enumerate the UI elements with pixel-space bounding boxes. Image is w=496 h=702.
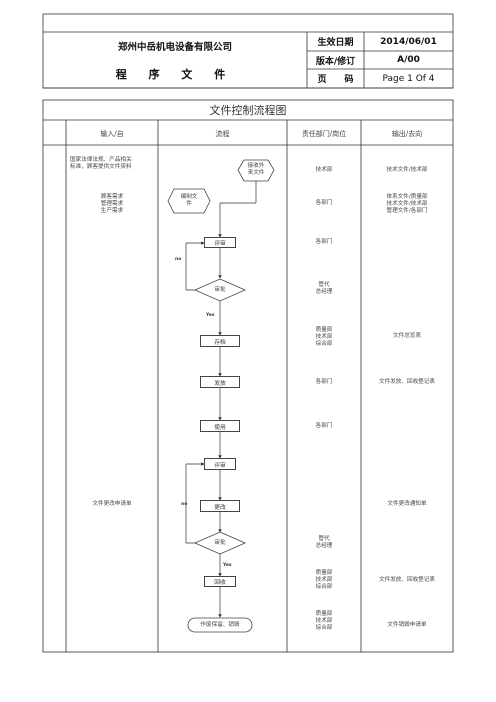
page-value: Page 1 Of 4 <box>382 73 435 84</box>
approve1-node-shape <box>194 278 246 302</box>
node-archive: 存档 <box>200 335 240 347</box>
node-approve-1: 审批 <box>214 287 226 293</box>
node-review-1: 评审 <box>204 237 236 248</box>
column-header-input: 输入/自 <box>100 130 124 138</box>
branch-label-yes-2: Yes <box>223 563 232 568</box>
effective-date-label: 生效日期 <box>317 38 354 48</box>
page-label: 页 码 <box>317 75 354 85</box>
version-label: 版本/修订 <box>315 56 356 67</box>
node-review-2: 评审 <box>204 458 236 470</box>
node-receive: 接收外 来文件 <box>247 163 265 176</box>
resp-7: 各部门 <box>315 423 333 429</box>
output-3: 文件总览表 <box>393 333 421 339</box>
version-value: A/00 <box>397 55 420 65</box>
output-1: 技术文件/技术部 <box>386 167 428 173</box>
receive-node-shape <box>237 159 275 182</box>
column-header-responsibility: 责任部门/岗位 <box>301 130 347 138</box>
input-needs: 顾客需求 管理需求 生产需求 <box>100 194 124 214</box>
branch-label-no-2: no <box>181 502 188 507</box>
node-use: 使用 <box>200 420 240 432</box>
column-header-output: 输出/去向 <box>391 130 423 138</box>
company-name: 郑州中岳机电设备有限公司 <box>117 42 232 53</box>
output-4: 文件发放、回收登记表 <box>379 379 435 385</box>
node-compile: 编制文 件 <box>180 194 198 207</box>
column-header-process: 流程 <box>215 130 230 138</box>
resp-9: 质量部 技术部 综合部 <box>315 570 333 590</box>
node-final: 作废保留、销毁 <box>200 622 240 628</box>
resp-8: 管代 总经理 <box>315 536 333 549</box>
document-type: 程 序 文 件 <box>115 68 235 81</box>
node-recover: 回收 <box>204 576 236 587</box>
branch-label-no-1: no <box>175 257 182 262</box>
input-standards: 国家法律法规、产品相关 标准，顾客提供文件资料 <box>70 157 132 170</box>
node-change: 更改 <box>200 500 240 512</box>
approve2-node-shape <box>194 531 246 555</box>
resp-3: 各部门 <box>315 239 333 245</box>
output-6: 文件发放、回收登记表 <box>379 577 435 583</box>
input-change-request: 文件更改申请单 <box>92 501 132 507</box>
resp-6: 各部门 <box>315 379 333 385</box>
flowchart-title: 文件控制流程图 <box>209 104 287 117</box>
resp-2: 各部门 <box>315 200 333 206</box>
resp-4: 管代 总经理 <box>315 282 333 295</box>
compile-node-shape <box>167 188 211 214</box>
output-5: 文件更改通知单 <box>387 501 427 507</box>
effective-date-value: 2014/06/01 <box>380 36 437 47</box>
resp-1: 技术部 <box>315 167 333 173</box>
node-distribute: 发放 <box>200 376 240 388</box>
output-7: 文件销毁申请单 <box>387 622 427 628</box>
node-approve-2: 审批 <box>214 540 226 546</box>
resp-10: 质量部 技术部 综合部 <box>315 611 333 631</box>
resp-5: 质量部 技术部 综合部 <box>315 327 333 347</box>
branch-label-yes-1: Yes <box>206 313 215 318</box>
final-node-shape <box>187 617 253 633</box>
output-2: 体系文件/质量部 技术文件/技术部 管理文件/各部门 <box>386 194 428 214</box>
